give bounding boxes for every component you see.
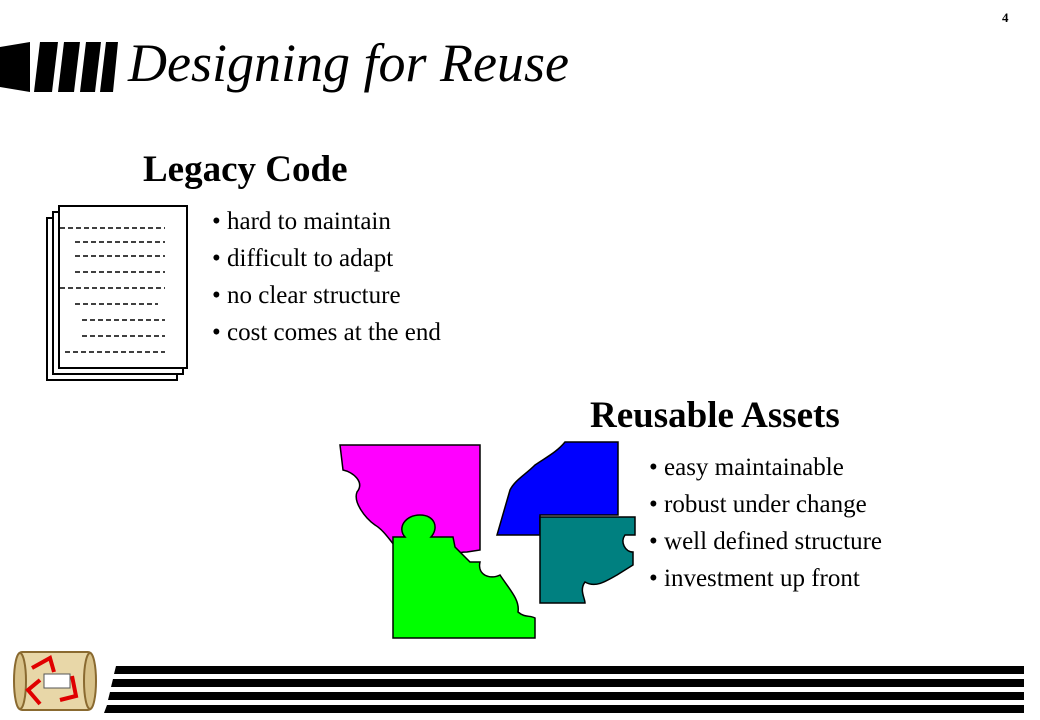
document-stack-icon <box>46 205 188 381</box>
reusable-assets-heading: Reusable Assets <box>590 395 840 436</box>
list-item: hard to maintain <box>212 206 441 243</box>
puzzle-piece-blue <box>496 441 619 536</box>
list-item: difficult to adapt <box>212 243 441 280</box>
list-item: investment up front <box>649 563 882 600</box>
legacy-code-heading: Legacy Code <box>143 149 348 190</box>
puzzle-piece-green <box>392 514 536 639</box>
reuse-logo-icon <box>13 651 97 711</box>
puzzle-pieces-icon <box>339 441 636 639</box>
puzzle-piece-teal <box>539 516 636 604</box>
footer-bars-decoration <box>104 666 1024 713</box>
page-number: 4 <box>1002 10 1009 25</box>
list-item: robust under change <box>649 489 882 526</box>
list-item: well defined structure <box>649 526 882 563</box>
reusable-assets-list: easy maintainable robust under change we… <box>649 452 882 600</box>
page-title: Designing for Reuse <box>128 33 569 93</box>
list-item: cost comes at the end <box>212 317 441 354</box>
legacy-code-list: hard to maintain difficult to adapt no c… <box>212 206 441 354</box>
list-item: no clear structure <box>212 280 441 317</box>
title-bars-decoration <box>0 42 118 92</box>
list-item: easy maintainable <box>649 452 882 489</box>
